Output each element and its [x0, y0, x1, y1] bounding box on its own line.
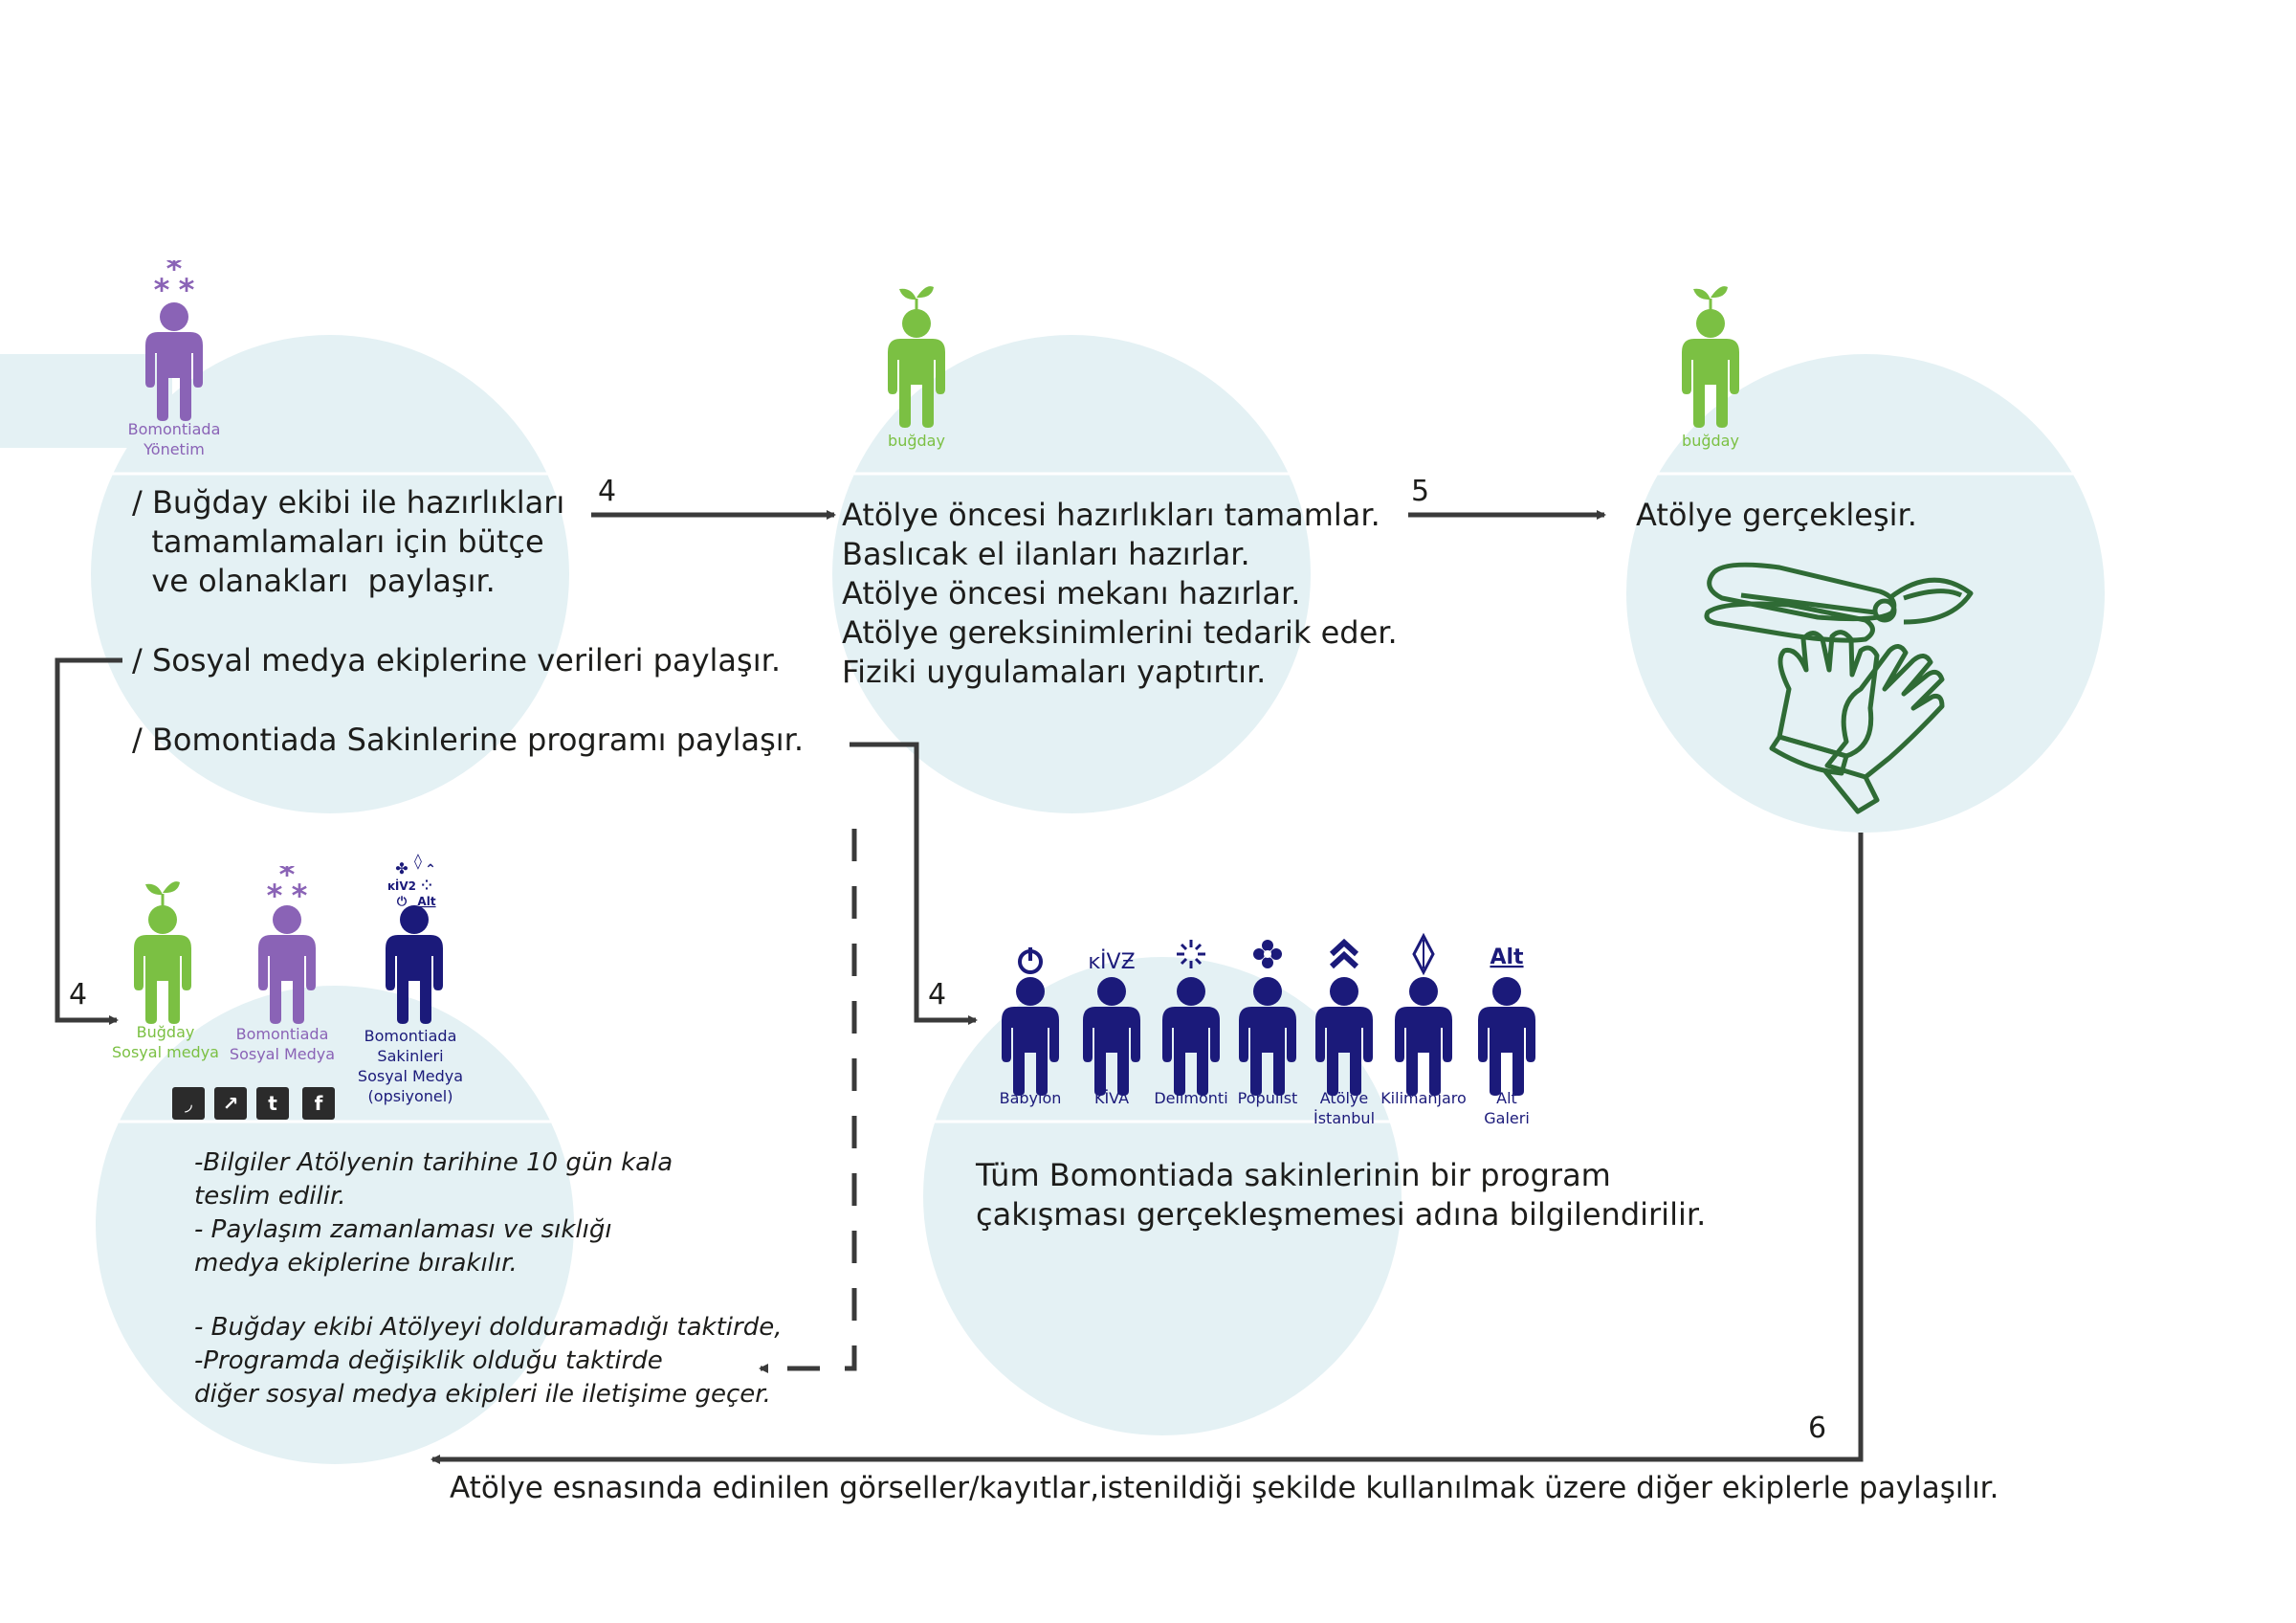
social-person-label-residents: Bomontiada Sakinleri Sosyal Medya (opsiy…: [357, 1027, 464, 1105]
bubble-prep: [832, 335, 1311, 813]
arrow-back-footer: [430, 833, 1864, 1464]
social-person-label-bomontiada: Bomontiada Sosyal Medya: [229, 1025, 336, 1063]
person-babylon: [1002, 947, 1059, 1096]
twitter-icon: ↗: [214, 1087, 247, 1120]
resident-label-babylon: Babylon: [999, 1089, 1062, 1107]
sunburst-icon: [1177, 940, 1205, 968]
pruning-shears-icon: [1704, 562, 1974, 643]
resident-label-alt-galeri: Alt Galeri: [1484, 1089, 1530, 1127]
management-text-residents: / Bomontiada Sakinlerine programı paylaş…: [132, 722, 805, 758]
social-person-label-bugday: Buğday Sosyal medya: [112, 1023, 219, 1061]
step-number-back: 6: [1808, 1412, 1827, 1445]
social-text-delivery: -Bilgiler Atölyenin tarihine 10 gün kala…: [194, 1148, 673, 1278]
svg-text:✤: ✤: [395, 859, 408, 878]
bubble-management: [91, 335, 569, 813]
alt-logo-icon: Alt: [1490, 945, 1524, 969]
prep-person-label: buğday: [888, 432, 945, 450]
person-kilimanjaro: [1395, 932, 1452, 1096]
rss-icon: ◞: [172, 1087, 205, 1120]
residents-text: Tüm Bomontiada sakinlerinin bir program …: [976, 1157, 1707, 1233]
footer-text: Atölye esnasında edinilen görseller/kayı…: [450, 1471, 1999, 1505]
kiva-logo-icon: ĸİVƵ: [1088, 949, 1135, 974]
svg-text:⏻: ⏻: [397, 895, 408, 909]
clover-icon: [1253, 940, 1282, 968]
svg-text:Alt: Alt: [417, 895, 435, 908]
management-text-social: / Sosyal medya ekiplerine verileri payla…: [132, 642, 781, 678]
svg-text:ĸİV2: ĸİV2: [387, 878, 416, 893]
mini-logos-icon: ✤ ◊ ⌃ ĸİV2 ⁘ ⏻ Alt: [387, 852, 436, 909]
svg-text:⌃: ⌃: [425, 862, 436, 878]
person-bugday-social: [134, 880, 191, 1024]
step-number-to-prep: 4: [598, 475, 617, 508]
management-person-label: Bomontiada Yönetim: [127, 420, 221, 458]
person-atolye-istanbul: [1315, 938, 1373, 1096]
resident-label-kiva: KİVA: [1093, 1089, 1130, 1107]
diamond-icon: [1412, 932, 1435, 976]
svg-text:⁘: ⁘: [421, 878, 432, 894]
residents-row: ĸİVƵ: [1002, 932, 1535, 1096]
step-number-to-workshop: 5: [1411, 475, 1430, 508]
gardening-gloves-icon: [1769, 630, 1945, 814]
workshop-person-label: buğday: [1682, 432, 1739, 450]
svg-text:◊: ◊: [414, 852, 422, 870]
person-residents-social: ✤ ◊ ⌃ ĸİV2 ⁘ ⏻ Alt: [386, 852, 443, 1024]
social-text-contact: - Buğday ekibi Atölyeyi dolduramadığı ta…: [194, 1313, 783, 1409]
step-number-to-residents: 4: [928, 978, 947, 1012]
flow-arrows: [55, 510, 1864, 1464]
power-icon: [1018, 947, 1043, 974]
step-number-to-social: 4: [69, 978, 88, 1012]
bubble-dividers: [91, 472, 2105, 1123]
prep-text: Atölye öncesi hazırlıkları tamamlar. Bas…: [842, 497, 1398, 690]
resident-label-populist: Populist: [1237, 1089, 1298, 1107]
resident-label-atolye-istanbul: Atölye İstanbul: [1313, 1089, 1376, 1127]
person-delimonti: [1162, 940, 1220, 1096]
chevrons-up-icon: [1329, 938, 1359, 969]
management-text-budget: / Buğday ekibi ile hazırlıkları tamamlam…: [132, 484, 565, 599]
resident-label-delimonti: Delimonti: [1154, 1089, 1228, 1107]
workshop-text: Atölye gerçekleşir.: [1636, 497, 1917, 533]
person-alt-galeri: Alt: [1478, 945, 1535, 1096]
facebook-icon: f: [302, 1087, 335, 1120]
person-kiva: ĸİVƵ: [1083, 949, 1140, 1096]
arrow-to-residents: [850, 742, 978, 1025]
arrow-dashed-back: [759, 829, 857, 1373]
arrow-to-social: [55, 657, 122, 1025]
tumblr-icon: t: [256, 1087, 289, 1120]
resident-label-kilimanjaro: Kilimanjaro: [1380, 1089, 1467, 1107]
person-populist: [1239, 940, 1296, 1096]
